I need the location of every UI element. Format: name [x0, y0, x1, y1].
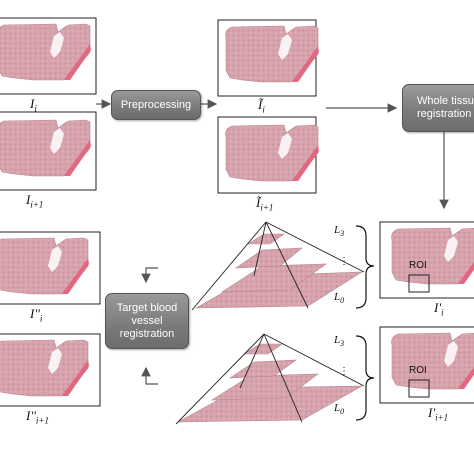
pyramid-upper-bottom-level: L0 — [334, 291, 345, 306]
target-label-line1: Target blood — [116, 301, 178, 314]
pyramid-level-1-upper — [220, 263, 327, 293]
roi-box-i — [408, 274, 430, 293]
pyramid-lower-top-level: L3 — [334, 334, 345, 349]
label-Ip-i1: I'i+1 — [428, 405, 449, 423]
pyramid-lower-dots: ⋮ — [339, 366, 349, 377]
preprocessing-step: Preprocessing — [111, 90, 201, 120]
target-vessel-registration-step: Target blood vessel registration — [105, 293, 189, 349]
tissue-image-ip-i1 — [391, 332, 474, 390]
arrow-down-left — [141, 366, 158, 385]
level-brace-lower — [355, 335, 375, 421]
preprocessing-label: Preprocessing — [120, 98, 192, 111]
label-I-i: Ii — [30, 96, 37, 114]
roi-box-i1 — [408, 379, 430, 398]
target-label-line3: registration — [119, 327, 175, 340]
whole-tissue-label-line2: registration — [417, 108, 472, 120]
pyramid-level-3-lower — [242, 343, 283, 355]
roi-label-i1: ROI — [409, 365, 427, 376]
level-brace-upper — [355, 225, 375, 309]
target-label-line2: vessel — [131, 314, 163, 327]
roi-label-i: ROI — [409, 260, 427, 271]
image-pyramid-lower — [175, 333, 365, 425]
pyramid-level-3-upper — [246, 233, 285, 245]
label-Ipp-i: I''i — [30, 306, 43, 324]
pyramid-upper-top-level: L3 — [334, 224, 345, 239]
label-tilde-I-i1: Ĩi+1 — [256, 195, 274, 213]
pyramid-upper-dots: ⋮ — [339, 256, 349, 267]
whole-tissue-label-line1: Whole tissue — [417, 95, 474, 107]
image-pyramid-upper — [191, 221, 365, 311]
arrow-up-left — [141, 267, 158, 284]
tissue-image-ip-i — [391, 227, 474, 285]
pyramid-level-1-lower — [210, 373, 319, 401]
label-Ipp-i1: I''i+1 — [26, 408, 49, 426]
label-I-i1: Ii+1 — [26, 192, 44, 210]
label-tilde-I-i: Ĩi — [258, 97, 265, 115]
whole-tissue-registration-step: Whole tissue registration — [402, 84, 474, 132]
pyramid-level-2-upper — [234, 247, 303, 269]
label-Ip-i: I'i — [434, 300, 444, 318]
pyramid-lower-bottom-level: L0 — [334, 402, 345, 417]
